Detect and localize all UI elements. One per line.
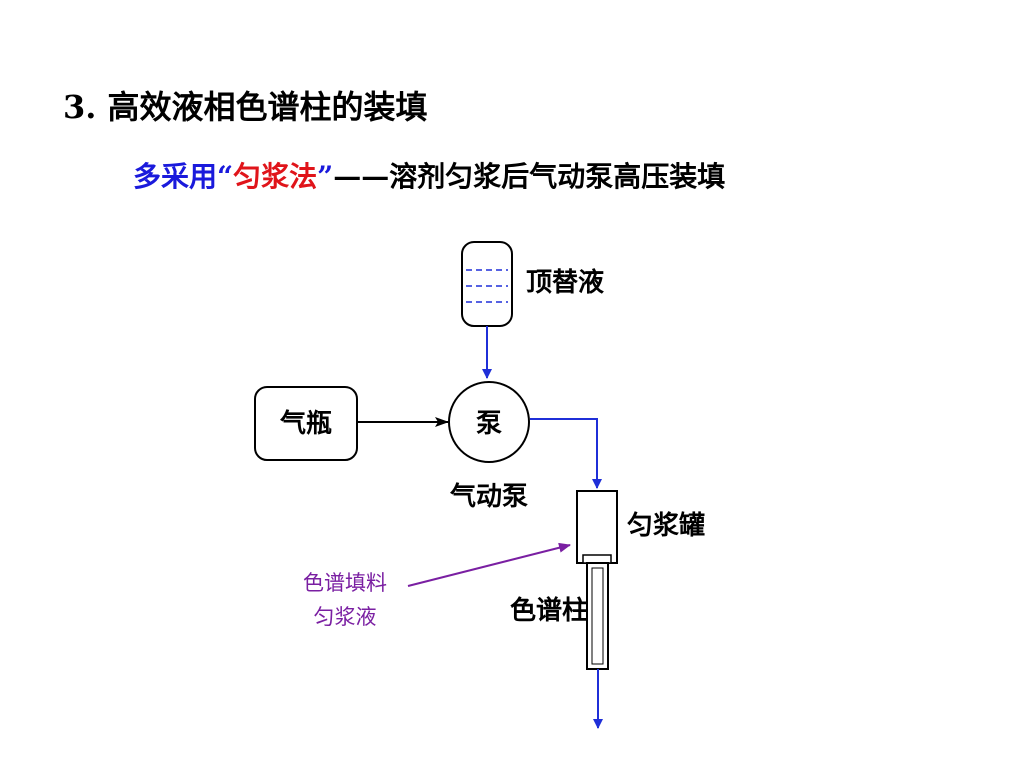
slurry-tank bbox=[576, 490, 618, 564]
page-title: 3. 高效液相色谱柱的装填 bbox=[63, 88, 428, 126]
packing-label-line2: 匀浆液 bbox=[314, 605, 377, 629]
pneumatic-pump-label: 气动泵 bbox=[449, 481, 528, 512]
subtitle-description: 溶剂匀浆后气动泵高压装填 bbox=[389, 160, 726, 193]
packing-slurry-pointer bbox=[407, 542, 571, 587]
subtitle-dash: —— bbox=[333, 160, 390, 193]
subtitle-prefix: 多采用 bbox=[133, 160, 218, 193]
replacement-liquid-label: 顶替液 bbox=[526, 268, 604, 298]
replacement-liquid-reservoir bbox=[461, 241, 513, 327]
pump-circle bbox=[448, 381, 530, 463]
subtitle-method: 匀浆法 bbox=[233, 160, 318, 193]
slurry-tank-label: 匀浆罐 bbox=[627, 510, 705, 541]
subtitle-quote-open: “ bbox=[217, 160, 234, 193]
pump-to-tank-arrow bbox=[530, 418, 602, 489]
gas-cylinder-label: 气瓶 bbox=[279, 408, 332, 439]
chromatographic-column bbox=[586, 562, 609, 670]
subtitle-quote-close: ” bbox=[317, 160, 334, 193]
column-label: 色谱柱 bbox=[510, 595, 588, 626]
pump-label: 泵 bbox=[476, 409, 502, 439]
gas-cylinder-box bbox=[254, 386, 358, 461]
packing-label-line1: 色谱填料 bbox=[303, 571, 387, 595]
page-subtitle: 多采用“匀浆法”——溶剂匀浆后气动泵高压装填 bbox=[133, 155, 725, 195]
